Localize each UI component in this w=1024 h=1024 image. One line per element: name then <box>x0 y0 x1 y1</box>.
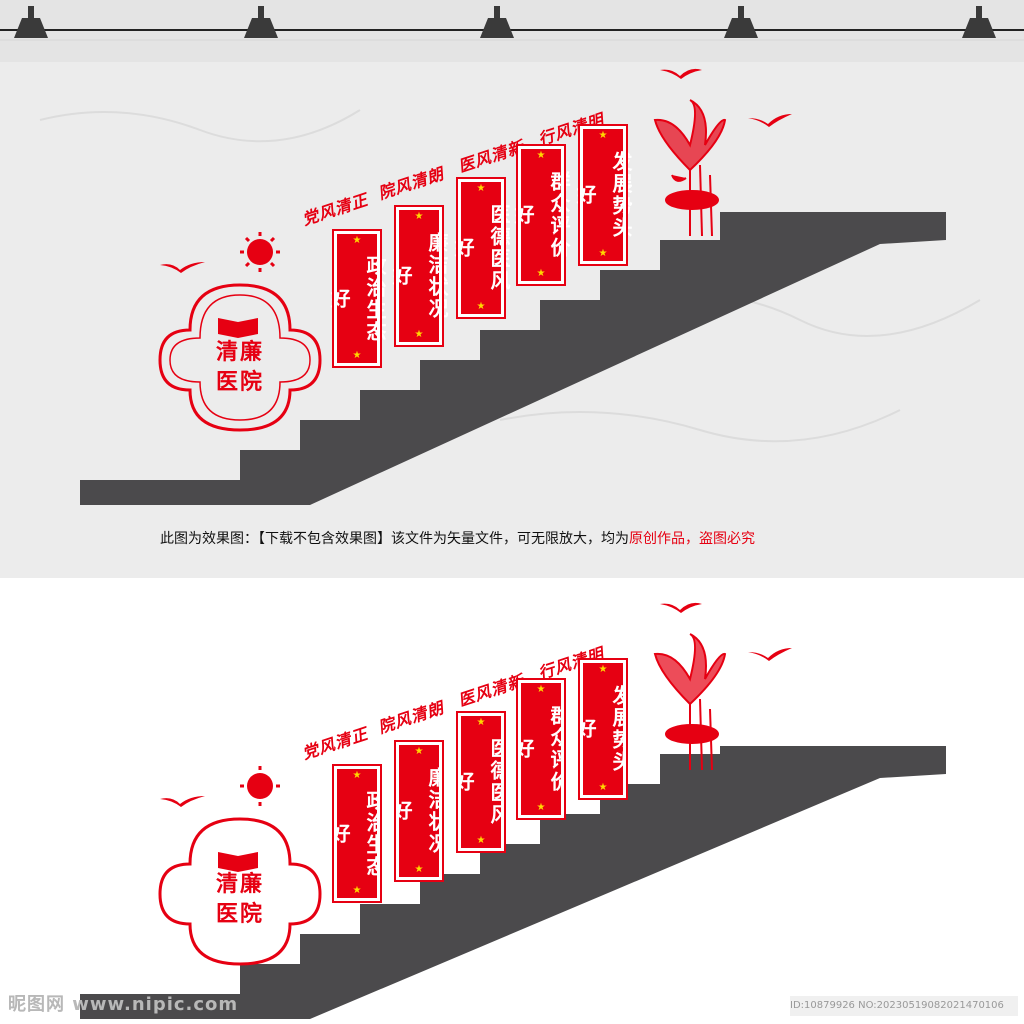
star-icon: ★ <box>598 130 608 141</box>
stair-wall-scene-top <box>80 68 946 505</box>
badge-title-line2: 医院 <box>215 370 264 395</box>
book-icon <box>218 852 258 872</box>
banner-text: 发展势头好 <box>573 151 633 239</box>
bird-icon <box>748 114 792 127</box>
banner-text: 医德医风好 <box>451 204 511 292</box>
caption-text: 此图为效果图：【下载不包含效果图】该文件为矢量文件，可无限放大，均为 <box>160 531 629 547</box>
star-icon: ★ <box>414 864 424 875</box>
banner: ★ 发展势头好 ★ <box>573 658 633 800</box>
bird-icon <box>660 602 702 613</box>
star-icon: ★ <box>414 746 424 757</box>
lotus-icon <box>653 633 727 771</box>
badge-title-line1: 清廉 <box>215 340 264 365</box>
star-icon: ★ <box>598 248 608 259</box>
watermark-id: ID:10879926 NO:20230519082021470106 <box>790 996 1018 1016</box>
sun-icon <box>240 232 280 272</box>
bird-icon <box>748 648 792 661</box>
star-icon: ★ <box>352 350 362 361</box>
staircase <box>80 746 946 1019</box>
star-icon: ★ <box>352 770 362 781</box>
star-icon: ★ <box>598 664 608 675</box>
banner: ★ 医德医风好 ★ <box>451 711 511 853</box>
star-icon: ★ <box>476 717 486 728</box>
banner: ★ 廉洁状况好 ★ <box>389 205 449 347</box>
badge-flower-outline <box>158 283 322 432</box>
bird-icon <box>160 796 205 807</box>
banner-text: 群众评价好 <box>511 171 571 259</box>
banner: ★ 廉洁状况好 ★ <box>389 740 449 882</box>
staircase <box>80 212 946 505</box>
caption-warning: 原创作品，盗图必究 <box>629 531 755 547</box>
star-icon: ★ <box>414 211 424 222</box>
star-icon: ★ <box>414 329 424 340</box>
banner-text: 政治生态好 <box>327 789 387 878</box>
star-icon: ★ <box>476 835 486 846</box>
banner-text: 廉洁状况好 <box>389 767 449 855</box>
banner: ★ 政治生态好 ★ <box>327 229 387 368</box>
star-icon: ★ <box>598 782 608 793</box>
sun-icon <box>240 766 280 806</box>
banner-text: 群众评价好 <box>511 705 571 793</box>
star-icon: ★ <box>536 268 546 279</box>
lotus-icon <box>653 99 727 237</box>
banner: ★ 群众评价好 ★ <box>511 678 571 820</box>
banner-text: 医德医风好 <box>451 738 511 826</box>
star-icon: ★ <box>476 301 486 312</box>
banner: ★ 医德医风好 ★ <box>451 177 511 319</box>
book-icon <box>218 318 258 338</box>
preview-caption: 此图为效果图：【下载不包含效果图】该文件为矢量文件，可无限放大，均为原创作品，盗… <box>160 528 755 548</box>
star-icon: ★ <box>352 885 362 896</box>
banner-text: 廉洁状况好 <box>389 232 449 320</box>
staircase-graphic <box>80 602 946 1019</box>
star-icon: ★ <box>352 235 362 246</box>
banner: ★ 政治生态好 ★ <box>327 764 387 903</box>
badge-title-line2: 医院 <box>215 902 264 927</box>
star-icon: ★ <box>536 802 546 813</box>
star-icon: ★ <box>536 684 546 695</box>
badge-flower-outline <box>158 817 322 966</box>
staircase-graphic <box>80 68 946 505</box>
ceiling-lamps <box>14 6 996 38</box>
stair-wall-scene-bottom <box>0 514 1024 1024</box>
watermark-logo: 昵图网 www.nipic.com <box>8 994 239 1015</box>
bird-icon <box>160 262 205 273</box>
bird-icon <box>660 68 702 79</box>
badge-title-line1: 清廉 <box>215 872 264 897</box>
banner: ★ 发展势头好 ★ <box>573 124 633 266</box>
banner-text: 发展势头好 <box>573 685 633 773</box>
star-icon: ★ <box>536 150 546 161</box>
star-icon: ★ <box>476 183 486 194</box>
banner-text: 政治生态好 <box>327 254 387 343</box>
banner: ★ 群众评价好 ★ <box>511 144 571 286</box>
